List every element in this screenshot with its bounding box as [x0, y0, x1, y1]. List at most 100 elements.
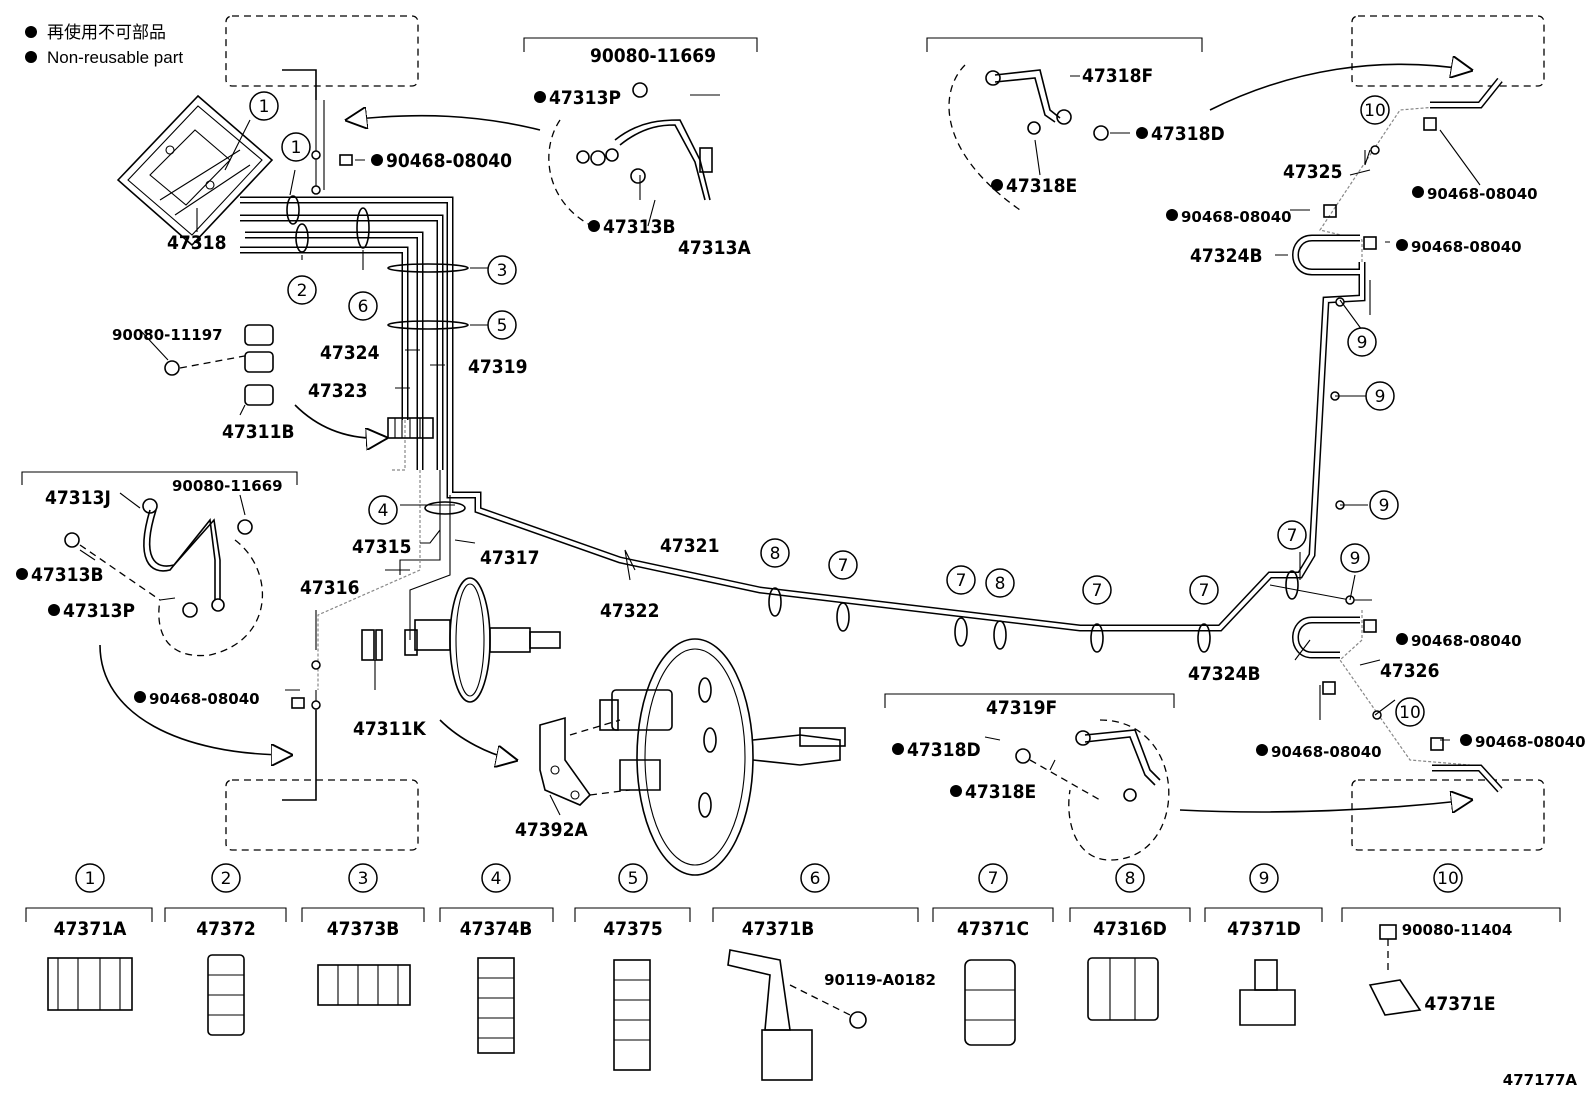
main-pipe-bundle: [240, 69, 1471, 801]
callout-7-a: 7: [828, 550, 858, 580]
bracket-left-hose: [21, 471, 298, 485]
label-47324B-top: 47324B: [1190, 245, 1263, 267]
label-47324: 47324: [320, 342, 380, 364]
part-cell-8: 8 47316D: [1069, 863, 1191, 1021]
leader-lines: [79, 75, 1481, 816]
part-cell-10: 10 90080-11404 47371E: [1341, 863, 1561, 1016]
part-cell-5: 5 47375: [574, 863, 691, 1071]
svg-text:8: 8: [1125, 869, 1136, 889]
svg-text:47375: 47375: [603, 918, 662, 940]
svg-text:10: 10: [1364, 101, 1386, 121]
label-47311B: 47311B: [222, 421, 295, 443]
svg-text:10: 10: [1399, 703, 1421, 723]
callout-7-d: 7: [1189, 575, 1219, 605]
callout-7-c: 7: [1082, 575, 1112, 605]
non-reusable-dot-icon: [25, 51, 37, 63]
clip-47311B: [164, 324, 274, 406]
svg-text:90119-A0182: 90119-A0182: [824, 971, 936, 989]
label-90080-11669-top: 90080-11669: [590, 45, 716, 67]
label-47311K: 47311K: [353, 718, 426, 740]
bracket-bottom-hose: [884, 693, 1175, 708]
svg-text:47316D: 47316D: [1093, 918, 1167, 940]
detail-box-bottom-right: [1351, 779, 1545, 851]
callout-3-b: 3: [487, 255, 517, 285]
callout-4: 4: [368, 495, 398, 525]
svg-text:2: 2: [221, 869, 232, 889]
svg-text:9: 9: [1350, 549, 1361, 569]
svg-text:5: 5: [497, 316, 508, 336]
svg-text:7: 7: [1287, 526, 1298, 546]
label-47325: 47325: [1283, 161, 1342, 183]
u-pipe-47324B-bottom: [1292, 616, 1360, 659]
svg-text:47372: 47372: [196, 918, 255, 940]
svg-text:47371A: 47371A: [54, 918, 127, 940]
svg-text:1: 1: [291, 138, 302, 158]
svg-text:90080-11404: 90080-11404: [1402, 921, 1513, 939]
clip-90468-icons: [291, 117, 1444, 751]
label-47313P-top: 47313P: [549, 87, 621, 109]
label-47317: 47317: [480, 547, 539, 569]
abs-actuator: [116, 94, 274, 247]
part-cell-1: 1 47371A: [25, 863, 153, 1011]
legend-line2: Non-reusable part: [47, 48, 183, 67]
part-cell-2: 2 47372: [164, 863, 287, 1036]
pipe-clamps: [286, 145, 1382, 720]
callout-3-a: 1: [249, 91, 279, 121]
label-47318: 47318: [167, 232, 226, 254]
svg-text:6: 6: [358, 297, 369, 317]
bracket-47392A: [539, 716, 631, 806]
svg-text:1: 1: [259, 97, 270, 117]
detail-box-bottom-left: [225, 779, 419, 851]
label-47318E-top: 47318E: [1006, 175, 1077, 197]
part-cell-7: 7 47371C: [932, 863, 1054, 1046]
label-47318F: 47318F: [1082, 65, 1153, 87]
hose-47318F-group: [948, 64, 1109, 211]
label-47321: 47321: [660, 535, 719, 557]
callout-9-d: 9: [1340, 543, 1370, 573]
callout-7-b: 7: [946, 565, 976, 595]
bracket-top-right-hose: [926, 37, 1203, 52]
callout-9-c: 9: [1369, 490, 1399, 520]
svg-text:7: 7: [1092, 581, 1103, 601]
diagram-code: 477177A: [1503, 1071, 1578, 1089]
label-47318D-top: 47318D: [1151, 123, 1225, 145]
callout-10-a: 10: [1360, 95, 1390, 125]
label-47319: 47319: [468, 356, 527, 378]
parts-row: 1 47371A 2 47372 3 47373B 4 47374B: [25, 863, 1561, 1081]
svg-text:4: 4: [378, 501, 389, 521]
svg-text:5: 5: [628, 869, 639, 889]
callout-10-b: 10: [1395, 697, 1425, 727]
hose-47313J-group: [64, 498, 264, 657]
label-90468-e: 90468-08040: [149, 690, 260, 708]
label-47313A: 47313A: [678, 237, 751, 259]
label-47315: 47315: [352, 536, 411, 558]
svg-text:6: 6: [810, 869, 821, 889]
svg-text:47371E: 47371E: [1424, 993, 1495, 1015]
label-47392A: 47392A: [515, 819, 588, 841]
callout-2: 2: [287, 275, 317, 305]
callout-circles: 1 1 2 6 3 5 4 8 7 7 8 7 7 7 9 9 9 9 10 1…: [249, 91, 1425, 727]
hose-47313A-group: [548, 82, 713, 226]
callout-9-a: 9: [1347, 327, 1377, 357]
part-labels: 47318 90468-08040 90080-11669 47313P 473…: [16, 45, 1586, 841]
label-90468-a: 90468-08040: [386, 150, 512, 172]
svg-text:7: 7: [1199, 581, 1210, 601]
flow-arrows: [99, 64, 1470, 812]
callout-8-a: 8: [760, 538, 790, 568]
svg-text:47371B: 47371B: [742, 918, 815, 940]
label-90468-d: 90468-08040: [1411, 238, 1522, 256]
svg-text:2: 2: [297, 281, 308, 301]
svg-text:3: 3: [497, 261, 508, 281]
svg-text:10: 10: [1437, 869, 1459, 889]
non-reusable-dot-icon: [25, 26, 37, 38]
svg-text:1: 1: [85, 869, 96, 889]
brake-booster-small: [414, 577, 561, 703]
label-90468-f: 90468-08040: [1411, 632, 1522, 650]
legend: 再使用不可部品 Non-reusable part: [25, 22, 183, 67]
u-pipe-47324B-top: [1292, 234, 1360, 276]
label-47323: 47323: [308, 380, 367, 402]
svg-text:7: 7: [988, 869, 999, 889]
label-90468-g: 90468-08040: [1271, 743, 1382, 761]
callout-7-e: 7: [1277, 520, 1307, 550]
